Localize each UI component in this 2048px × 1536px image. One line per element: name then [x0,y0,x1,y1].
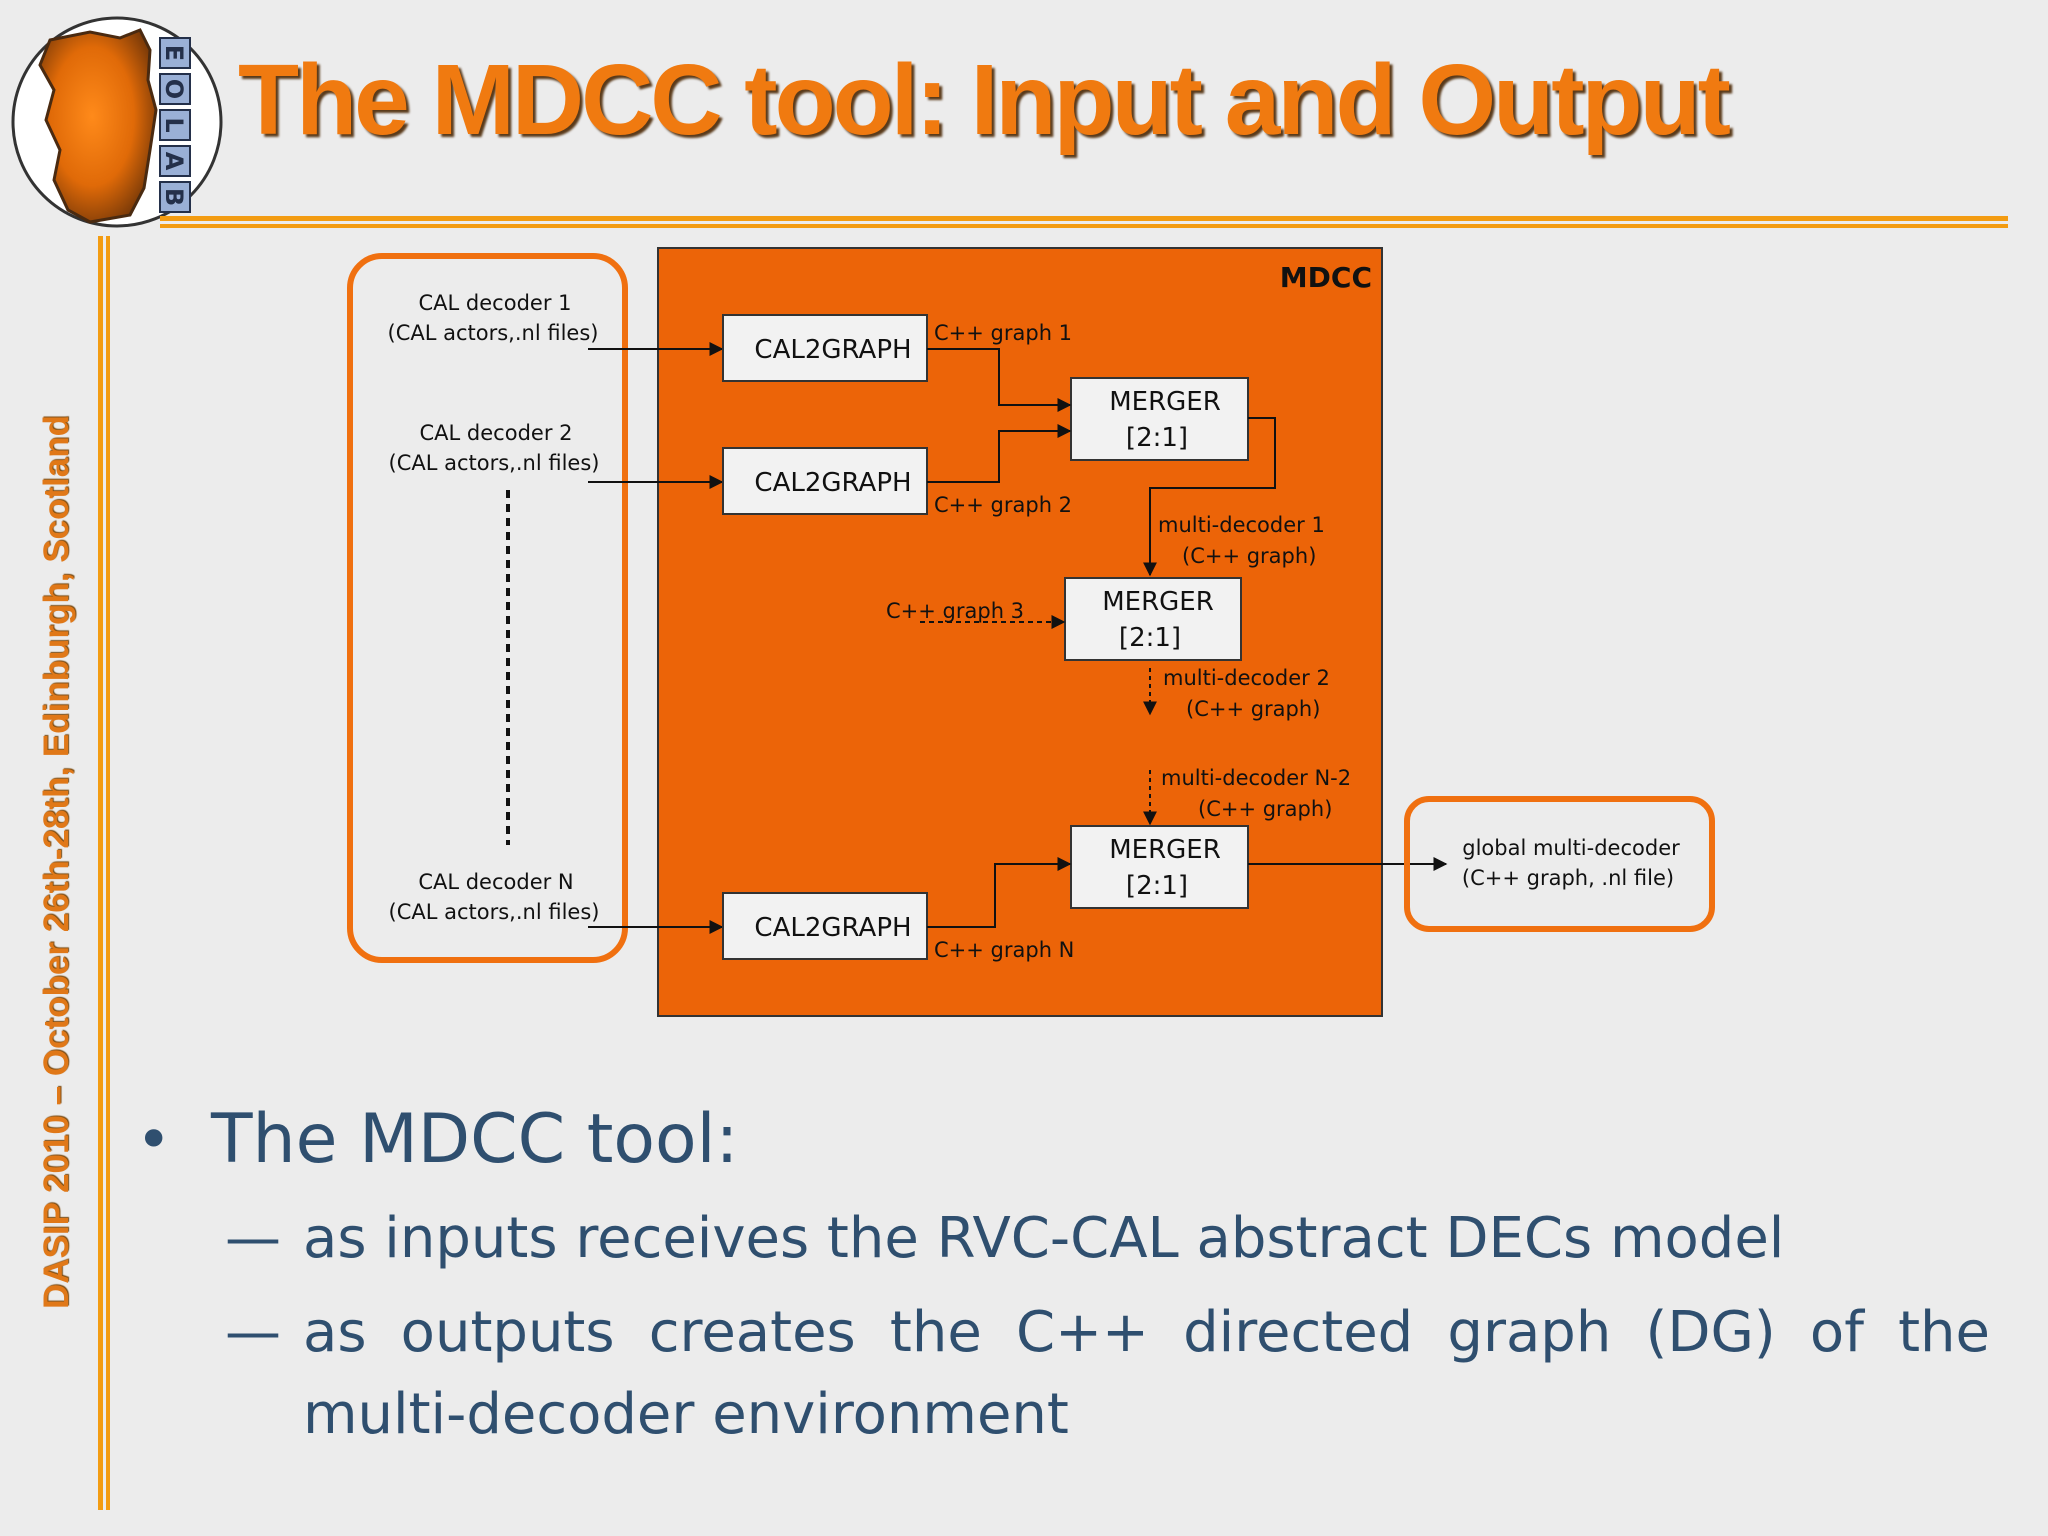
merger-ratio: [2:1] [1126,871,1188,901]
md2-label-b: (C++ graph) [1186,697,1320,721]
logo-letter: E [160,45,188,61]
decoder-2-name: CAL decoder 2 [420,421,573,445]
merger-ratio: [2:1] [1119,623,1181,653]
side-rule [98,236,111,1510]
arrow-graphN-mergerN [927,857,1072,928]
slide-title: The MDCC tool: Input and Output [238,44,1731,156]
main-bullet-text: The MDCC tool: [211,1100,739,1179]
input-decoders-box [347,253,628,963]
merger-label: MERGER [1109,835,1221,865]
graph-label-1: C++ graph 1 [934,321,1072,345]
cal2graph-label: CAL2GRAPH [754,335,911,365]
sub-bullet-text: as inputs receives the RVC-CAL abstract … [303,1206,1785,1271]
bullet-dash: — [225,1300,281,1365]
logo-letter: A [160,152,188,171]
header-rule [160,216,2008,229]
mdcc-label: MDCC [1280,261,1372,294]
logo-letter: L [160,117,188,132]
graph-label-3: C++ graph 3 [886,599,1024,623]
decoder-n-name: CAL decoder N [418,870,573,894]
bullet-dash: — [225,1206,281,1271]
logo-letter: B [160,188,188,206]
mdN2-label-a: multi-decoder N-2 [1161,766,1351,790]
merger-label: MERGER [1109,387,1221,417]
arrow-merger1-out [1143,417,1276,577]
md1-label-b: (C++ graph) [1182,544,1316,568]
graph-label-2: C++ graph 2 [934,493,1072,517]
md2-label-a: multi-decoder 2 [1163,666,1330,690]
decoder-1-files: (CAL actors,.nl files) [388,321,599,345]
sub-bullet: — as outputs creates the C++ directed gr… [130,1292,1990,1456]
graph-label-n: C++ graph N [934,938,1074,962]
decoder-1-name: CAL decoder 1 [419,291,572,315]
mdN2-label-b: (C++ graph) [1198,797,1332,821]
sub-bullet: — as inputs receives the RVC-CAL abstrac… [130,1198,1990,1280]
output-line-2: (C++ graph, .nl file) [1462,866,1674,890]
cal2graph-label: CAL2GRAPH [754,468,911,498]
cal2graph-box-2 [722,447,928,515]
merger-box-1 [1070,377,1249,461]
arrow-graph1-merger1 [927,348,1072,412]
merger-label: MERGER [1102,587,1214,617]
mdcc-diagram: MDCC CAL decoder 1 (CAL actors,.nl files… [347,247,1715,1017]
cal2graph-box-1 [722,314,928,382]
output-line-1: global multi-decoder [1462,836,1680,860]
sub-bullet-text: as outputs creates the C++ directed grap… [303,1300,1990,1447]
eolab-logo: E O L A B [11,16,223,228]
main-bullet: • The MDCC tool: [130,1100,1990,1180]
logo-letter: O [160,79,188,99]
decoder-2-files: (CAL actors,.nl files) [389,451,600,475]
merger-box-n [1070,825,1249,909]
md1-label-a: multi-decoder 1 [1158,513,1325,537]
arrow-graph2-merger1 [927,424,1072,483]
decoder-n-files: (CAL actors,.nl files) [389,900,600,924]
merger-ratio: [2:1] [1126,423,1188,453]
bullet-list: • The MDCC tool: — as inputs receives th… [130,1100,1990,1456]
conference-sidebar: DASIP 2010 – October 26th-28th, Edinburg… [37,415,76,1309]
bullet-dot: • [136,1105,172,1175]
output-box [1404,796,1715,932]
cal2graph-label: CAL2GRAPH [754,913,911,943]
